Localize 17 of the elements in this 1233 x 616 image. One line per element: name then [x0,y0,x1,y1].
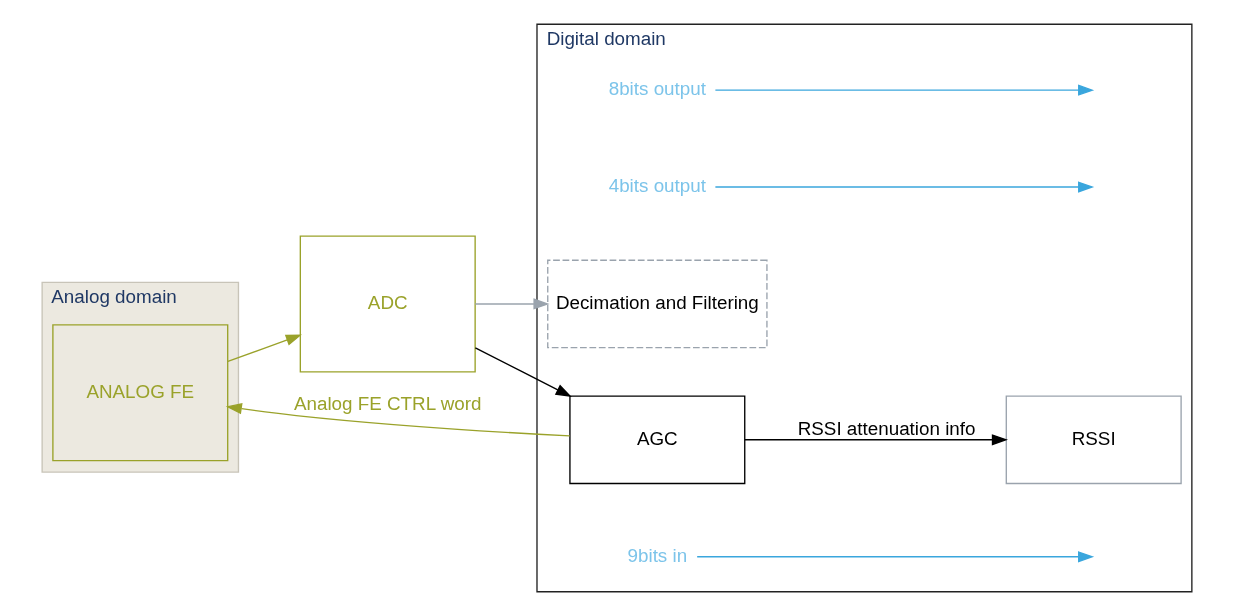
node-text: 4bits output [608,174,706,196]
arrow [474,298,550,310]
edge-label: RSSI attenuation info [797,417,976,439]
node-box: RSSI [1005,395,1182,485]
node-box: ADC [299,235,476,373]
arrow [226,334,302,363]
node-text: 8bits output [608,78,706,100]
arrow [714,84,1094,96]
arrow [743,434,1008,446]
arrow [225,403,570,437]
node-box: Decimation and Filtering [546,259,768,349]
arrow [696,551,1094,563]
node-text: 9bits in [627,544,687,566]
edge-label: Analog FE CTRL word [293,393,481,415]
arrow [474,347,572,397]
node-box: AGC [568,395,745,485]
node-box: ANALOG FE [51,324,228,462]
